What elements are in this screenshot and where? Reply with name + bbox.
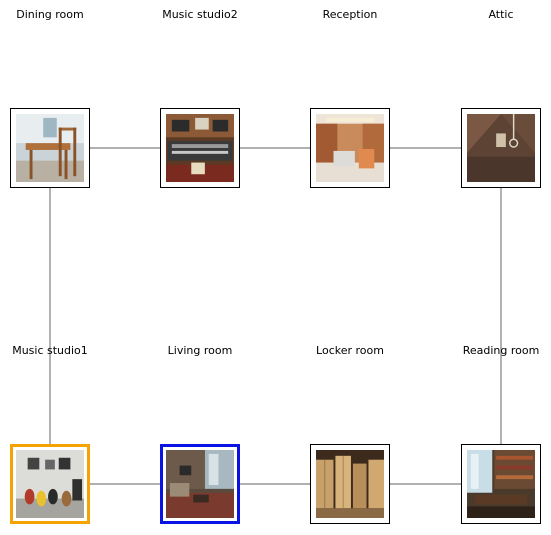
room-label-reception: Reception bbox=[322, 8, 378, 21]
room-thumbnail-living bbox=[166, 450, 234, 518]
room-node-music2[interactable] bbox=[160, 108, 240, 188]
room-label-music2: Music studio2 bbox=[162, 8, 238, 21]
room-node-locker[interactable] bbox=[310, 444, 390, 524]
room-node-attic[interactable] bbox=[461, 108, 541, 188]
room-node-music1[interactable] bbox=[10, 444, 90, 524]
room-node-reading[interactable] bbox=[461, 444, 541, 524]
room-thumbnail-dining bbox=[16, 114, 84, 182]
room-label-reading: Reading room bbox=[462, 344, 540, 357]
room-label-locker: Locker room bbox=[316, 344, 384, 357]
room-node-dining[interactable] bbox=[10, 108, 90, 188]
room-label-dining: Dining room bbox=[16, 8, 84, 21]
room-label-living: Living room bbox=[167, 344, 233, 357]
room-thumbnail-reading bbox=[467, 450, 535, 518]
room-node-living[interactable] bbox=[160, 444, 240, 524]
room-thumbnail-music1 bbox=[16, 450, 84, 518]
room-label-music1: Music studio1 bbox=[12, 344, 88, 357]
room-label-attic: Attic bbox=[488, 8, 514, 21]
room-thumbnail-attic bbox=[467, 114, 535, 182]
room-thumbnail-music2 bbox=[166, 114, 234, 182]
room-thumbnail-locker bbox=[316, 450, 384, 518]
room-node-reception[interactable] bbox=[310, 108, 390, 188]
room-thumbnail-reception bbox=[316, 114, 384, 182]
